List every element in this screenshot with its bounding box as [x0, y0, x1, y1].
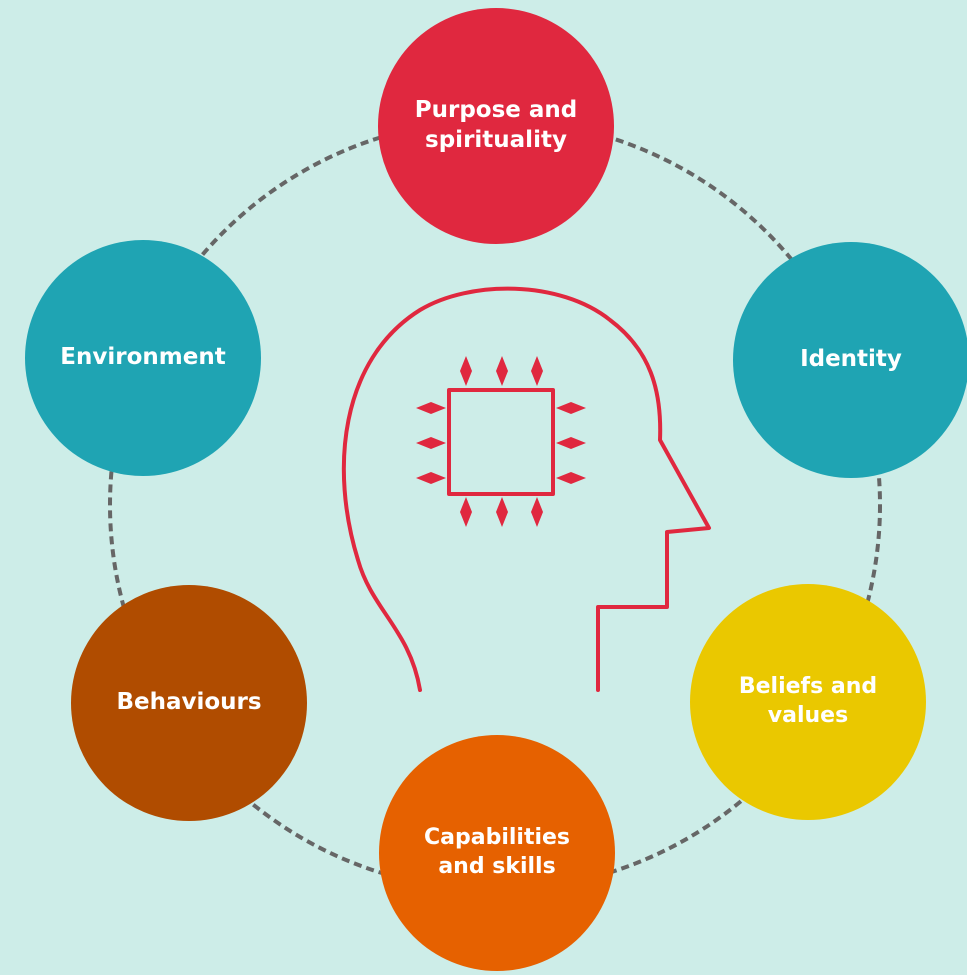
node-beliefs-and-values: Beliefs and values — [690, 584, 926, 820]
chip-pins — [416, 356, 586, 527]
node-label: Purpose and spirituality — [414, 97, 578, 153]
node-label: Identity — [800, 346, 902, 373]
node-identity: Identity — [733, 242, 967, 478]
node-label: Environment — [60, 344, 226, 371]
node-label: Beliefs and values — [738, 674, 878, 728]
node-environment: Environment — [25, 240, 261, 476]
node-label: Capabilities and skills — [423, 825, 571, 879]
chip-square — [447, 388, 555, 496]
node-label: Behaviours — [116, 689, 262, 716]
node-capabilities-and-skills: Capabilities and skills — [379, 735, 615, 971]
head-outline — [341, 286, 711, 692]
node-purpose-and-spirituality: Purpose and spirituality — [378, 8, 614, 244]
node-behaviours: Behaviours — [71, 585, 307, 821]
